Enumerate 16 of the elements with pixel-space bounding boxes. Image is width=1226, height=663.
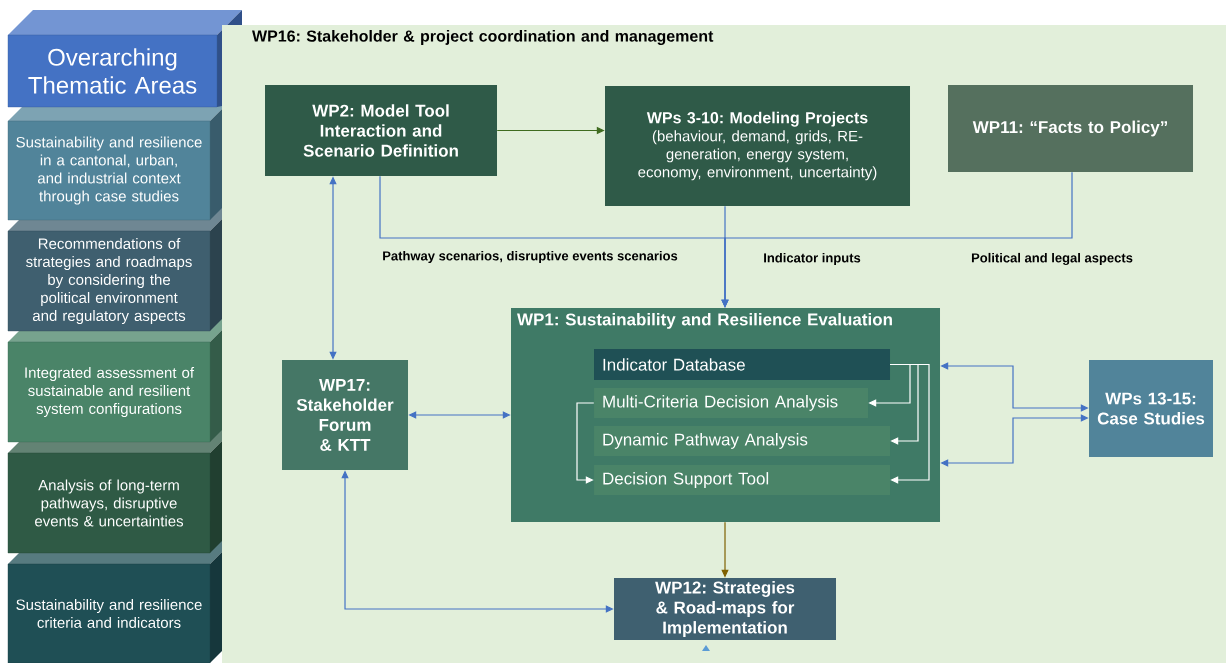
arrow <box>576 402 595 484</box>
process-box: WPs 13-15: Case Studies <box>1089 360 1213 457</box>
item-box: Indicator Database <box>594 349 890 380</box>
theme-block: Analysis of long-term pathways, disruptive events & uncertainties <box>7 421 242 554</box>
process-box: WP17: Stakeholder Forum & KTT <box>282 360 408 470</box>
process-box: WPs 3-10: Modeling Projects (behaviour, demand, grids, RE-generation, energy system, economy, environment, uncertainty) <box>605 86 910 206</box>
theme-block: Sustainability and resilience criteria and indicators <box>7 532 242 663</box>
process-box: WP2: Model Tool Interaction and Scenario Definition <box>265 85 497 176</box>
arrow <box>889 363 919 445</box>
item-box: Multi-Criteria Decision Analysis <box>594 388 868 418</box>
item-box: Dynamic Pathway Analysis <box>594 426 890 456</box>
item-box: Decision Support Tool <box>594 465 890 495</box>
header-block: Overarching Thematic Areas <box>7 10 242 108</box>
process-box: WP11: “Facts to Policy” <box>948 85 1193 172</box>
arrow <box>889 363 930 484</box>
process-box: WP12: Strategies & Road-maps for Implementation <box>614 578 836 640</box>
